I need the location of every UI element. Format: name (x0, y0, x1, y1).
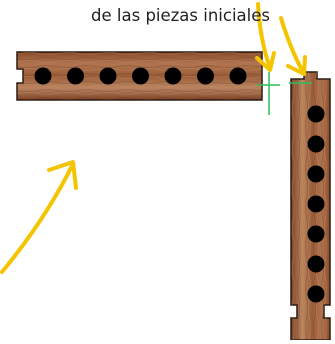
arrow-down-icon (255, 2, 276, 72)
hole (197, 67, 214, 85)
hole (164, 67, 182, 85)
hole (229, 67, 247, 85)
hole (307, 105, 325, 123)
horizontal-piece (16, 51, 263, 101)
hole (307, 255, 325, 273)
hole (307, 285, 325, 303)
hole (307, 165, 325, 183)
vertical-piece (290, 71, 331, 341)
arrow-up-right-icon (0, 160, 78, 274)
caption-text: de las piezas iniciales (91, 6, 270, 25)
hole (132, 67, 149, 85)
hole (307, 225, 325, 243)
hole (307, 195, 325, 213)
hole (99, 67, 117, 85)
hole (34, 67, 52, 85)
arrow-down-right-icon (279, 16, 307, 76)
hole (67, 67, 84, 85)
alignment-guides (257, 72, 312, 115)
hole (307, 135, 325, 153)
